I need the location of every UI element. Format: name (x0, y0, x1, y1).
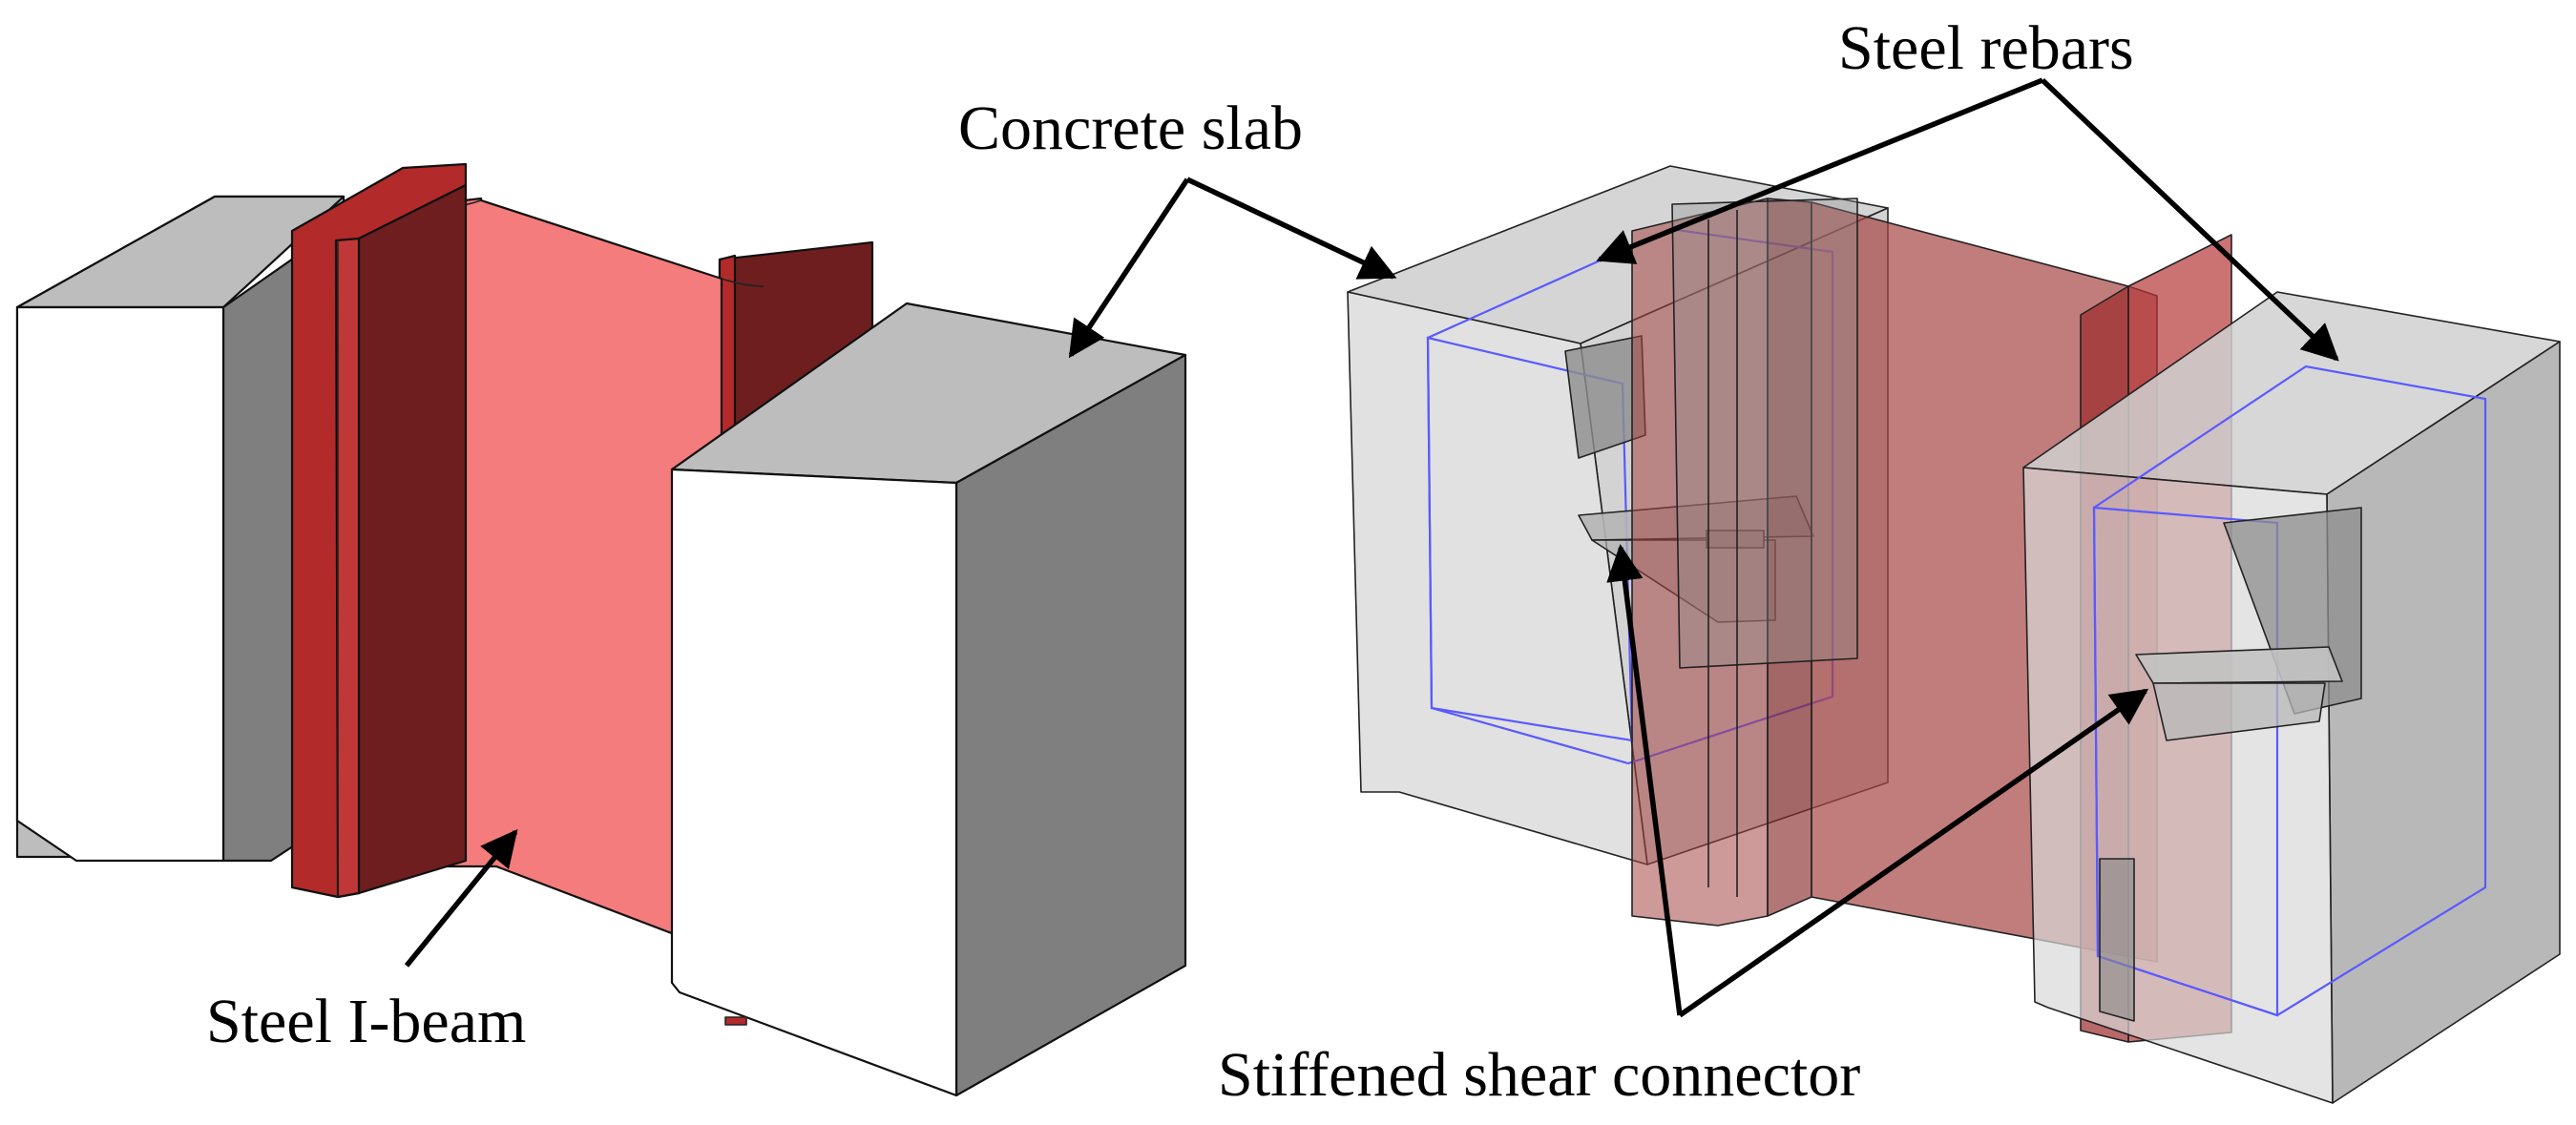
label-steel-rebars: Steel rebars (1838, 13, 2134, 83)
label-stiffened-shear-connector: Stiffened shear connector (1218, 1040, 1860, 1110)
annotation-arrows (404, 77, 2339, 1018)
label-steel-i-beam: Steel I-beam (206, 987, 526, 1056)
label-concrete-slab: Concrete slab (958, 94, 1303, 163)
arrow-steel-i-beam (404, 829, 518, 968)
i-beam-front-flange (290, 162, 468, 899)
arrow-concrete-slab-right (1185, 177, 1397, 280)
concrete-slab-right-transparent (2022, 291, 2561, 1104)
arrow-concrete-slab-left (1068, 177, 1190, 359)
solid-assembly (15, 162, 1187, 1097)
arrow-steel-rebars-right (2041, 78, 2339, 362)
concrete-slab-right-solid (670, 302, 1187, 1097)
arrow-shear-connector-right (1678, 688, 2149, 1018)
arrow-steel-rebars-left (1596, 77, 2044, 264)
arrow-shear-connector-left (1606, 544, 1683, 1016)
transparent-assembly (1347, 165, 2561, 1104)
labels: Concrete slab Steel rebars Steel I-beam … (206, 13, 2134, 1110)
